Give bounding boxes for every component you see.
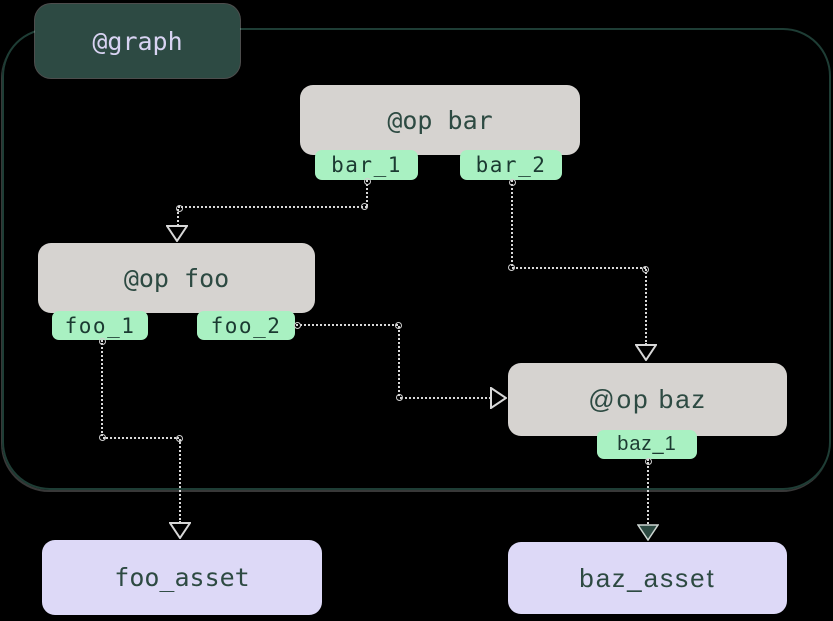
- edge-joint: [176, 205, 183, 212]
- output-tag-foo_1-label: foo_1: [64, 313, 136, 338]
- edge-joint: [395, 322, 402, 329]
- arrow-right-icon: [490, 387, 507, 409]
- asset-node-baz_asset: baz_asset: [508, 542, 787, 614]
- edge-segment: [645, 269, 647, 345]
- output-tag-foo_2: foo_2: [197, 311, 295, 340]
- arrow-down-icon: [169, 522, 191, 539]
- edge-joint: [294, 322, 301, 329]
- arrow-down-filled-icon: [637, 524, 659, 541]
- output-tag-bar_2: bar_2: [460, 150, 562, 180]
- asset-baz-label: baz_asset: [579, 562, 716, 593]
- output-tag-bar_1: bar_1: [315, 150, 418, 180]
- edge-joint: [361, 203, 368, 210]
- edge-joint: [509, 179, 516, 186]
- asset-foo-label: foo_asset: [114, 563, 250, 592]
- asset-node-foo_asset: foo_asset: [42, 540, 322, 615]
- edge-segment: [101, 340, 103, 436]
- graph-badge: @graph: [35, 4, 240, 78]
- output-tag-baz_1-label: baz_1: [617, 433, 677, 455]
- edge-segment: [178, 206, 367, 208]
- edge-segment: [103, 437, 179, 439]
- edge-segment: [366, 180, 368, 206]
- edge-segment: [512, 267, 646, 269]
- op-node-foo: @op foo: [38, 243, 315, 313]
- edge-joint: [176, 435, 183, 442]
- op-node-bar: @op bar: [300, 85, 580, 155]
- arrow-down-icon: [166, 225, 188, 242]
- edge-segment: [400, 397, 491, 399]
- edge-joint: [508, 264, 515, 271]
- op-node-baz: @op baz: [508, 363, 787, 436]
- edge-joint: [396, 394, 403, 401]
- output-tag-bar_2-label: bar_2: [475, 153, 547, 177]
- edge-segment: [647, 459, 649, 524]
- edge-segment: [511, 180, 513, 266]
- edge-joint: [642, 266, 649, 273]
- edge-joint: [364, 178, 371, 185]
- output-tag-foo_1: foo_1: [52, 311, 148, 340]
- edge-joint: [99, 338, 106, 345]
- output-tag-bar_1-label: bar_1: [331, 153, 402, 177]
- edge-segment: [296, 324, 398, 326]
- arrow-down-icon: [635, 344, 657, 361]
- edge-segment: [177, 209, 179, 226]
- op-bar-title: @op bar: [387, 105, 493, 135]
- graph-badge-label: @graph: [92, 26, 183, 56]
- output-tag-baz_1: baz_1: [597, 430, 697, 459]
- output-tag-foo_2-label: foo_2: [210, 313, 282, 338]
- op-baz-title: @op baz: [588, 384, 707, 414]
- edge-segment: [179, 439, 181, 523]
- op-foo-title: @op foo: [123, 263, 230, 293]
- graph-boundary: [2, 28, 831, 490]
- edge-joint: [645, 458, 652, 465]
- edge-segment: [398, 326, 400, 396]
- edge-joint: [99, 434, 106, 441]
